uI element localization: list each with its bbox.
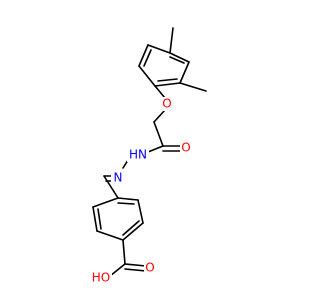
atom-label: N [114, 171, 123, 185]
bond [122, 220, 140, 236]
bond-cooh-o [124, 263, 147, 267]
atom-label: O [145, 261, 154, 275]
bond [138, 44, 149, 67]
bond-ring-to-cooh [122, 239, 126, 265]
bond [157, 78, 178, 82]
bond [154, 82, 181, 87]
bond [92, 206, 98, 232]
bond [169, 56, 185, 64]
bond-ring-to-ether-o [154, 85, 166, 99]
bond [97, 208, 102, 230]
atom-label: HN [129, 148, 147, 162]
bond-carbonyl-to-nh [147, 145, 164, 153]
bottom-aromatic-ring [92, 197, 144, 241]
atom-label: HO [92, 271, 110, 285]
atom-amide-oxygen: O [180, 141, 194, 155]
methyl-bond-top [169, 27, 174, 54]
bond-ch2-to-carbonyl [153, 121, 164, 147]
atom-label: O [162, 97, 171, 111]
atom-acid-oxygen: O [144, 261, 158, 275]
bond [169, 52, 190, 63]
bond [147, 44, 171, 54]
bond [96, 230, 124, 241]
methyl-bond-right [179, 82, 207, 92]
bond-ether-o-to-ch2 [153, 109, 166, 123]
top-aromatic-ring [138, 44, 190, 87]
bond-cooh-o-double [124, 268, 147, 272]
atom-ether-oxygen: O [160, 97, 174, 111]
bond [138, 65, 156, 87]
bond [117, 202, 135, 205]
atom-amide-nh: HN [127, 148, 149, 162]
bond [137, 199, 144, 224]
bond-ch-to-ring [103, 175, 119, 199]
molecule-canvas: O O HN N O HO [90, 27, 207, 285]
bond [143, 49, 152, 67]
bond [92, 197, 119, 208]
bond [179, 61, 190, 84]
atom-imine-nitrogen: N [111, 171, 125, 185]
bond-cooh-oh [109, 263, 126, 277]
structure-diagram: O O HN N O HO [90, 27, 207, 285]
atom-label: O [181, 141, 190, 155]
atom-acid-hydroxyl: HO [90, 271, 112, 285]
bond [117, 197, 139, 201]
bond [122, 222, 144, 241]
